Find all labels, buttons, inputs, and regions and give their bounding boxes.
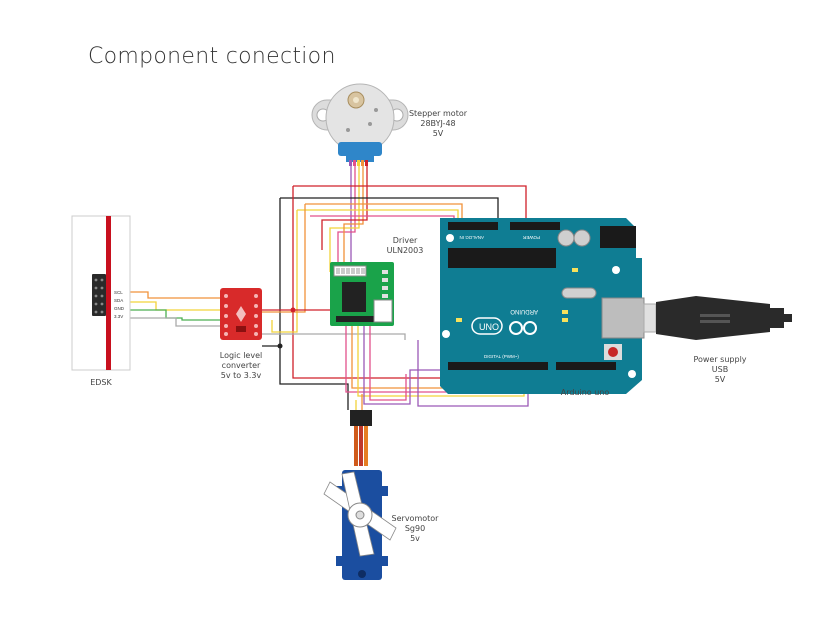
wire-stepper-2 xyxy=(337,160,356,272)
junction-red xyxy=(290,307,296,313)
wire-edsk-sda xyxy=(110,301,220,311)
arduino-label-line1: Arduino uno xyxy=(560,388,610,397)
wire-edsk-33 xyxy=(110,317,220,327)
wire-left-black xyxy=(279,198,349,410)
arduino-brand: ARDUINO xyxy=(510,308,538,314)
servomotor xyxy=(323,410,397,580)
power-label-line2: USB xyxy=(711,365,729,374)
wire-left-yellow xyxy=(271,210,298,333)
reset-button xyxy=(608,347,618,357)
converter-label-line1: Logic level xyxy=(219,351,263,360)
servo-label-line1: Servomotor xyxy=(391,514,439,523)
digital-label: DIGITAL (PWM~) xyxy=(484,354,519,359)
power-label-line3: 5V xyxy=(714,375,726,384)
arduino-infinity-icon xyxy=(509,321,537,335)
usb-port xyxy=(601,297,645,339)
analog-label: ANALOG IN xyxy=(459,235,484,240)
wire-top-red xyxy=(293,185,527,222)
edsk-pin-gnd: GND xyxy=(114,306,125,311)
stepper-motor xyxy=(311,83,409,166)
stepper-label-line2: 28BYJ-48 xyxy=(420,119,456,128)
wire-drv-pink2 xyxy=(369,326,407,401)
driver-label-line2: ULN2003 xyxy=(386,246,424,255)
digital-header xyxy=(448,362,548,370)
power-label: POWER xyxy=(522,235,540,240)
servo-label: Servomotor Sg90 5v xyxy=(380,514,450,544)
edsk-header xyxy=(92,274,106,316)
wire-top-pink xyxy=(310,215,455,222)
power-label-line1: Power supply xyxy=(693,355,747,364)
servo-label-line2: Sg90 xyxy=(404,524,426,533)
edsk-pin-sda: SDA xyxy=(114,298,123,303)
junction-black xyxy=(277,343,283,349)
converter-label-line2: converter xyxy=(221,361,261,370)
uno-logo: UNO xyxy=(479,322,499,332)
atmega-chip xyxy=(448,248,556,268)
edsk-label: EDSK xyxy=(76,378,126,388)
power-label: Power supply USB 5V xyxy=(680,355,760,385)
wire-top-black xyxy=(280,197,499,222)
wire-top-orange xyxy=(305,203,463,222)
power-jack xyxy=(600,226,636,248)
wire-left-orange xyxy=(262,204,306,313)
logic-level-converter xyxy=(220,288,262,340)
diagram-title: Component conection xyxy=(88,44,336,69)
stepper-label: Stepper motor 28BYJ-48 5V xyxy=(398,109,478,139)
converter-label-line3: 5v to 3.3v xyxy=(220,371,262,380)
converter-label: Logic level converter 5v to 3.3v xyxy=(206,351,276,381)
servo-connector xyxy=(350,410,372,426)
edsk-pin-33v: 3.3V xyxy=(114,314,123,319)
edsk-label-line1: EDSK xyxy=(90,378,112,387)
stepper-label-line3: 5V xyxy=(432,129,444,138)
edsk-pin-scl: SCL xyxy=(114,290,123,295)
analog-header xyxy=(448,222,498,230)
servo-label-line3: 5v xyxy=(410,534,420,543)
stepper-label-line1: Stepper motor xyxy=(408,109,468,118)
edsk-strip xyxy=(106,216,111,370)
wire-conv-gray xyxy=(262,333,406,340)
usb-cable xyxy=(643,296,792,340)
wire-stepper-4 xyxy=(343,160,364,272)
arduino-label: Arduino uno xyxy=(548,388,622,398)
driver-label: Driver ULN2003 xyxy=(378,236,432,256)
driver-label-line1: Driver xyxy=(392,236,418,245)
arduino-board: ANALOG IN POWER DIGITAL (PWM~) UNO ARDUI… xyxy=(440,218,645,394)
driver-board xyxy=(330,262,394,326)
junctions xyxy=(277,307,296,349)
edsk-board: SCL SDA GND 3.3V xyxy=(71,215,131,371)
power-header xyxy=(510,222,560,230)
wire-stepper-5 xyxy=(321,160,368,250)
